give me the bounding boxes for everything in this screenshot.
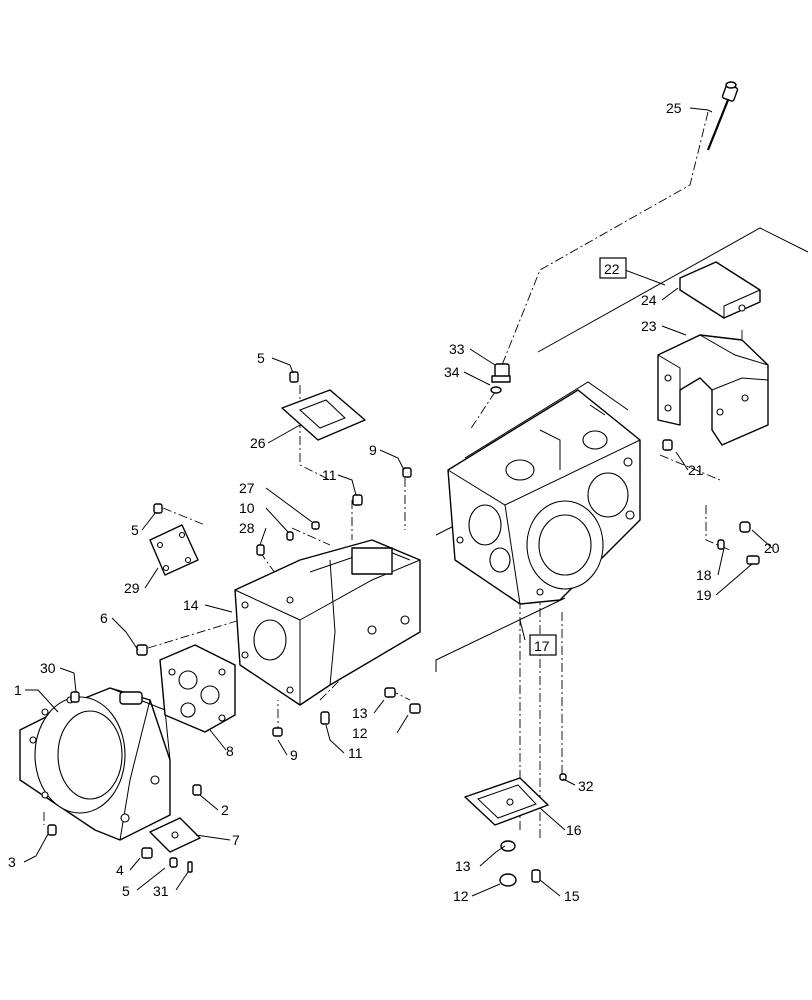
rear-housing-part xyxy=(447,381,641,605)
center-housing-part-14 xyxy=(234,539,421,706)
callout-13-bottom: 13 xyxy=(455,858,471,874)
callout-19: 19 xyxy=(696,587,712,603)
callout-13-mid: 13 xyxy=(352,705,368,721)
cover-part-26 xyxy=(281,389,366,441)
callout-18: 18 xyxy=(696,567,712,583)
plate-part-8 xyxy=(159,644,236,733)
fasteners xyxy=(47,371,760,887)
callout-labels: 25 22 24 23 33 34 5 26 9 11 21 27 10 5 2… xyxy=(8,100,780,904)
callout-5-left: 5 xyxy=(131,522,139,538)
callout-17: 17 xyxy=(534,638,550,654)
callout-5-top: 5 xyxy=(257,350,265,366)
callout-7: 7 xyxy=(232,832,240,848)
dipstick-part xyxy=(706,81,739,151)
callout-20: 20 xyxy=(764,540,780,556)
callout-2: 2 xyxy=(221,802,229,818)
callout-22: 22 xyxy=(604,261,620,277)
callout-24: 24 xyxy=(641,292,657,308)
callout-12-mid: 12 xyxy=(352,725,368,741)
callout-21: 21 xyxy=(688,462,704,478)
guard-part-23 xyxy=(657,334,769,446)
cover-part-29 xyxy=(149,524,199,576)
callout-32: 32 xyxy=(578,778,594,794)
callout-34: 34 xyxy=(444,364,460,380)
callout-31: 31 xyxy=(153,883,169,899)
callout-5-bottom: 5 xyxy=(122,883,130,899)
callout-1: 1 xyxy=(14,682,22,698)
callout-33: 33 xyxy=(449,341,465,357)
callout-12-bottom: 12 xyxy=(453,888,469,904)
callout-box-17 xyxy=(529,634,557,656)
boxed-callouts xyxy=(529,257,627,656)
callout-9-top: 9 xyxy=(369,442,377,458)
callout-27: 27 xyxy=(239,480,255,496)
callout-14: 14 xyxy=(183,597,199,613)
bracket-part-24 xyxy=(679,261,761,319)
callout-28: 28 xyxy=(239,520,255,536)
callout-16: 16 xyxy=(566,822,582,838)
front-housing-part-1 xyxy=(19,687,171,841)
callout-10: 10 xyxy=(239,500,255,516)
cover-part-16 xyxy=(464,777,549,826)
callout-25: 25 xyxy=(666,100,682,116)
callout-30: 30 xyxy=(40,660,56,676)
callout-8: 8 xyxy=(226,743,234,759)
callout-15: 15 xyxy=(564,888,580,904)
callout-11-bottom: 11 xyxy=(348,745,363,761)
callout-3: 3 xyxy=(8,854,16,870)
callout-26: 26 xyxy=(250,435,266,451)
leader-lines xyxy=(23,107,773,897)
breather-part xyxy=(490,363,511,394)
callout-23: 23 xyxy=(641,318,657,334)
callout-6: 6 xyxy=(100,610,108,626)
cover-part-7 xyxy=(149,817,201,853)
callout-box-22 xyxy=(599,257,627,279)
callout-29: 29 xyxy=(124,580,140,596)
callout-9-bottom: 9 xyxy=(290,747,298,763)
callout-11-top: 11 xyxy=(322,467,337,483)
callout-4: 4 xyxy=(116,862,124,878)
